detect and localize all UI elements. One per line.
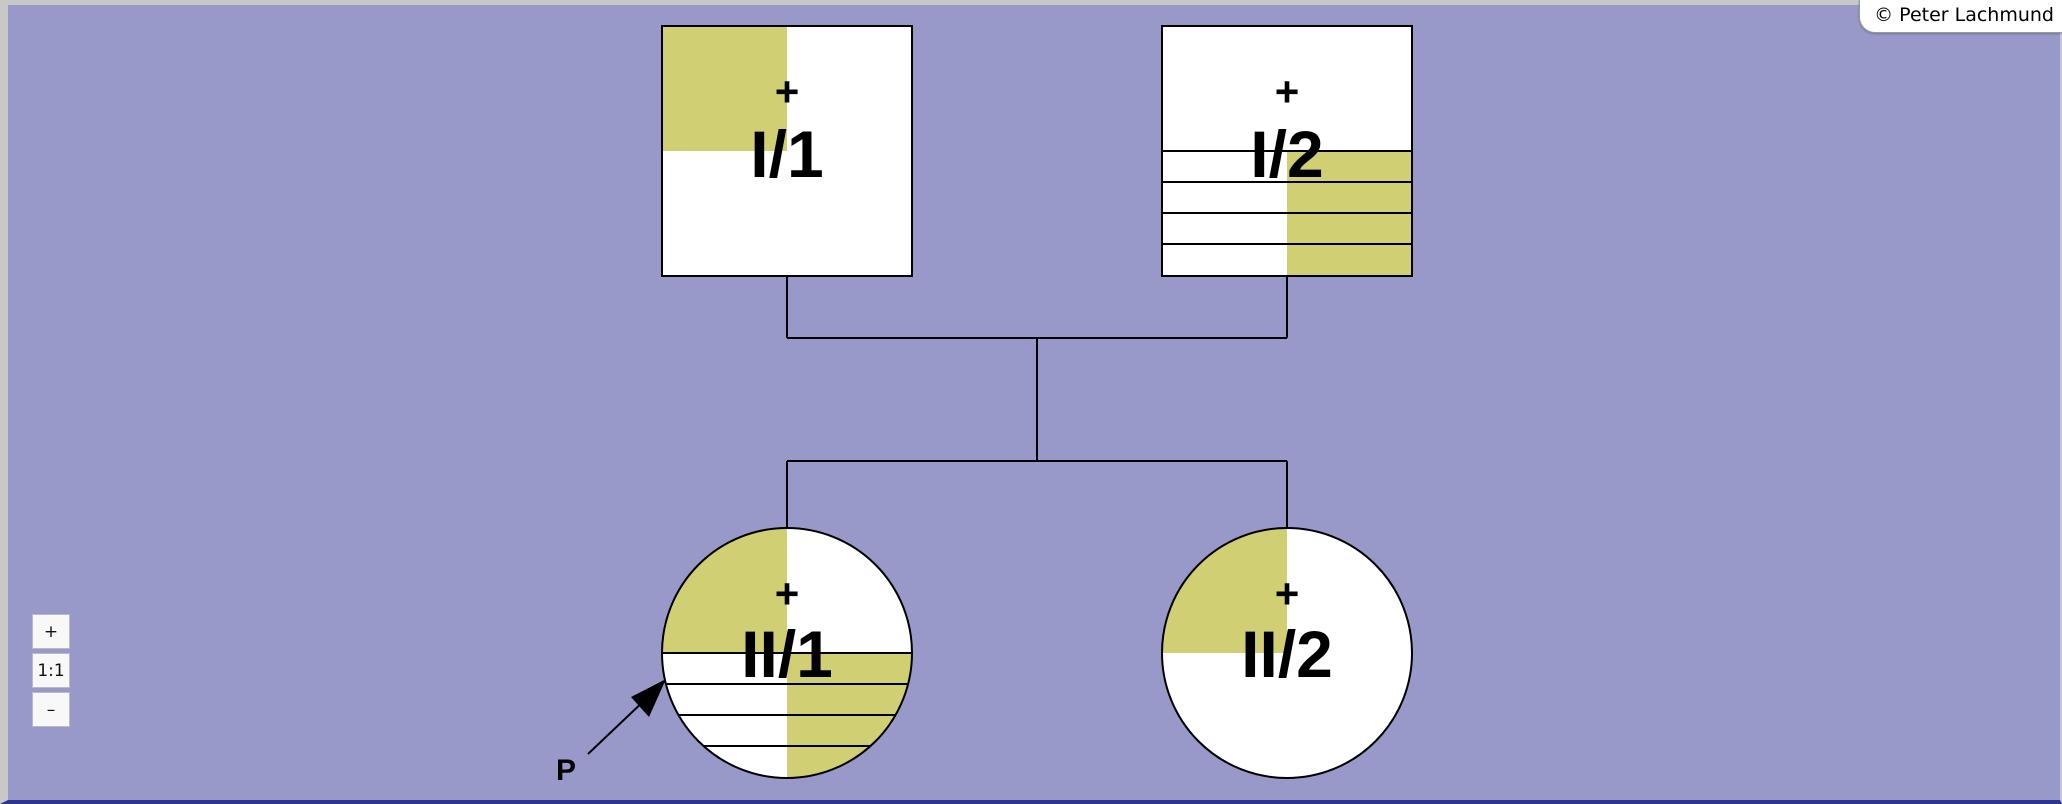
proband-arrow-shaft: [587, 696, 649, 755]
pedigree-chart: + I/1 + I/2: [556, 25, 1413, 787]
ii1-deceased-mark: +: [775, 570, 800, 617]
ii2-outline: [1161, 527, 1413, 779]
zoom-out-button[interactable]: –: [32, 692, 70, 727]
copyright-notice: © Peter Lachmund: [1859, 0, 2062, 33]
i1-shaded-quadrant: [662, 26, 787, 151]
individual-ii1[interactable]: + II/1: [661, 527, 913, 779]
ii2-label: II/2: [1241, 617, 1333, 691]
ii2-deceased-mark: +: [1275, 570, 1300, 617]
relationship-lines: [786, 276, 1288, 528]
i2-stripes: [1162, 150, 1412, 245]
i1-outline: [661, 25, 913, 277]
ii1-outline: [661, 527, 913, 779]
i1-deceased-mark: +: [775, 68, 800, 115]
individual-i2[interactable]: + I/2: [1161, 25, 1413, 277]
proband-label: P: [556, 754, 576, 787]
individual-i1[interactable]: + I/1: [661, 25, 913, 277]
i2-deceased-mark: +: [1275, 68, 1300, 115]
proband-arrow: P: [556, 679, 666, 787]
i1-label: I/1: [750, 117, 823, 191]
zoom-reset-button[interactable]: 1:1: [32, 653, 70, 688]
ii1-label: II/1: [741, 617, 833, 691]
individual-ii2[interactable]: + II/2: [1161, 527, 1413, 779]
i2-label: I/2: [1250, 117, 1323, 191]
i2-outline: [1161, 25, 1413, 277]
zoom-in-button[interactable]: +: [32, 614, 70, 649]
proband-arrow-head: [631, 679, 666, 717]
